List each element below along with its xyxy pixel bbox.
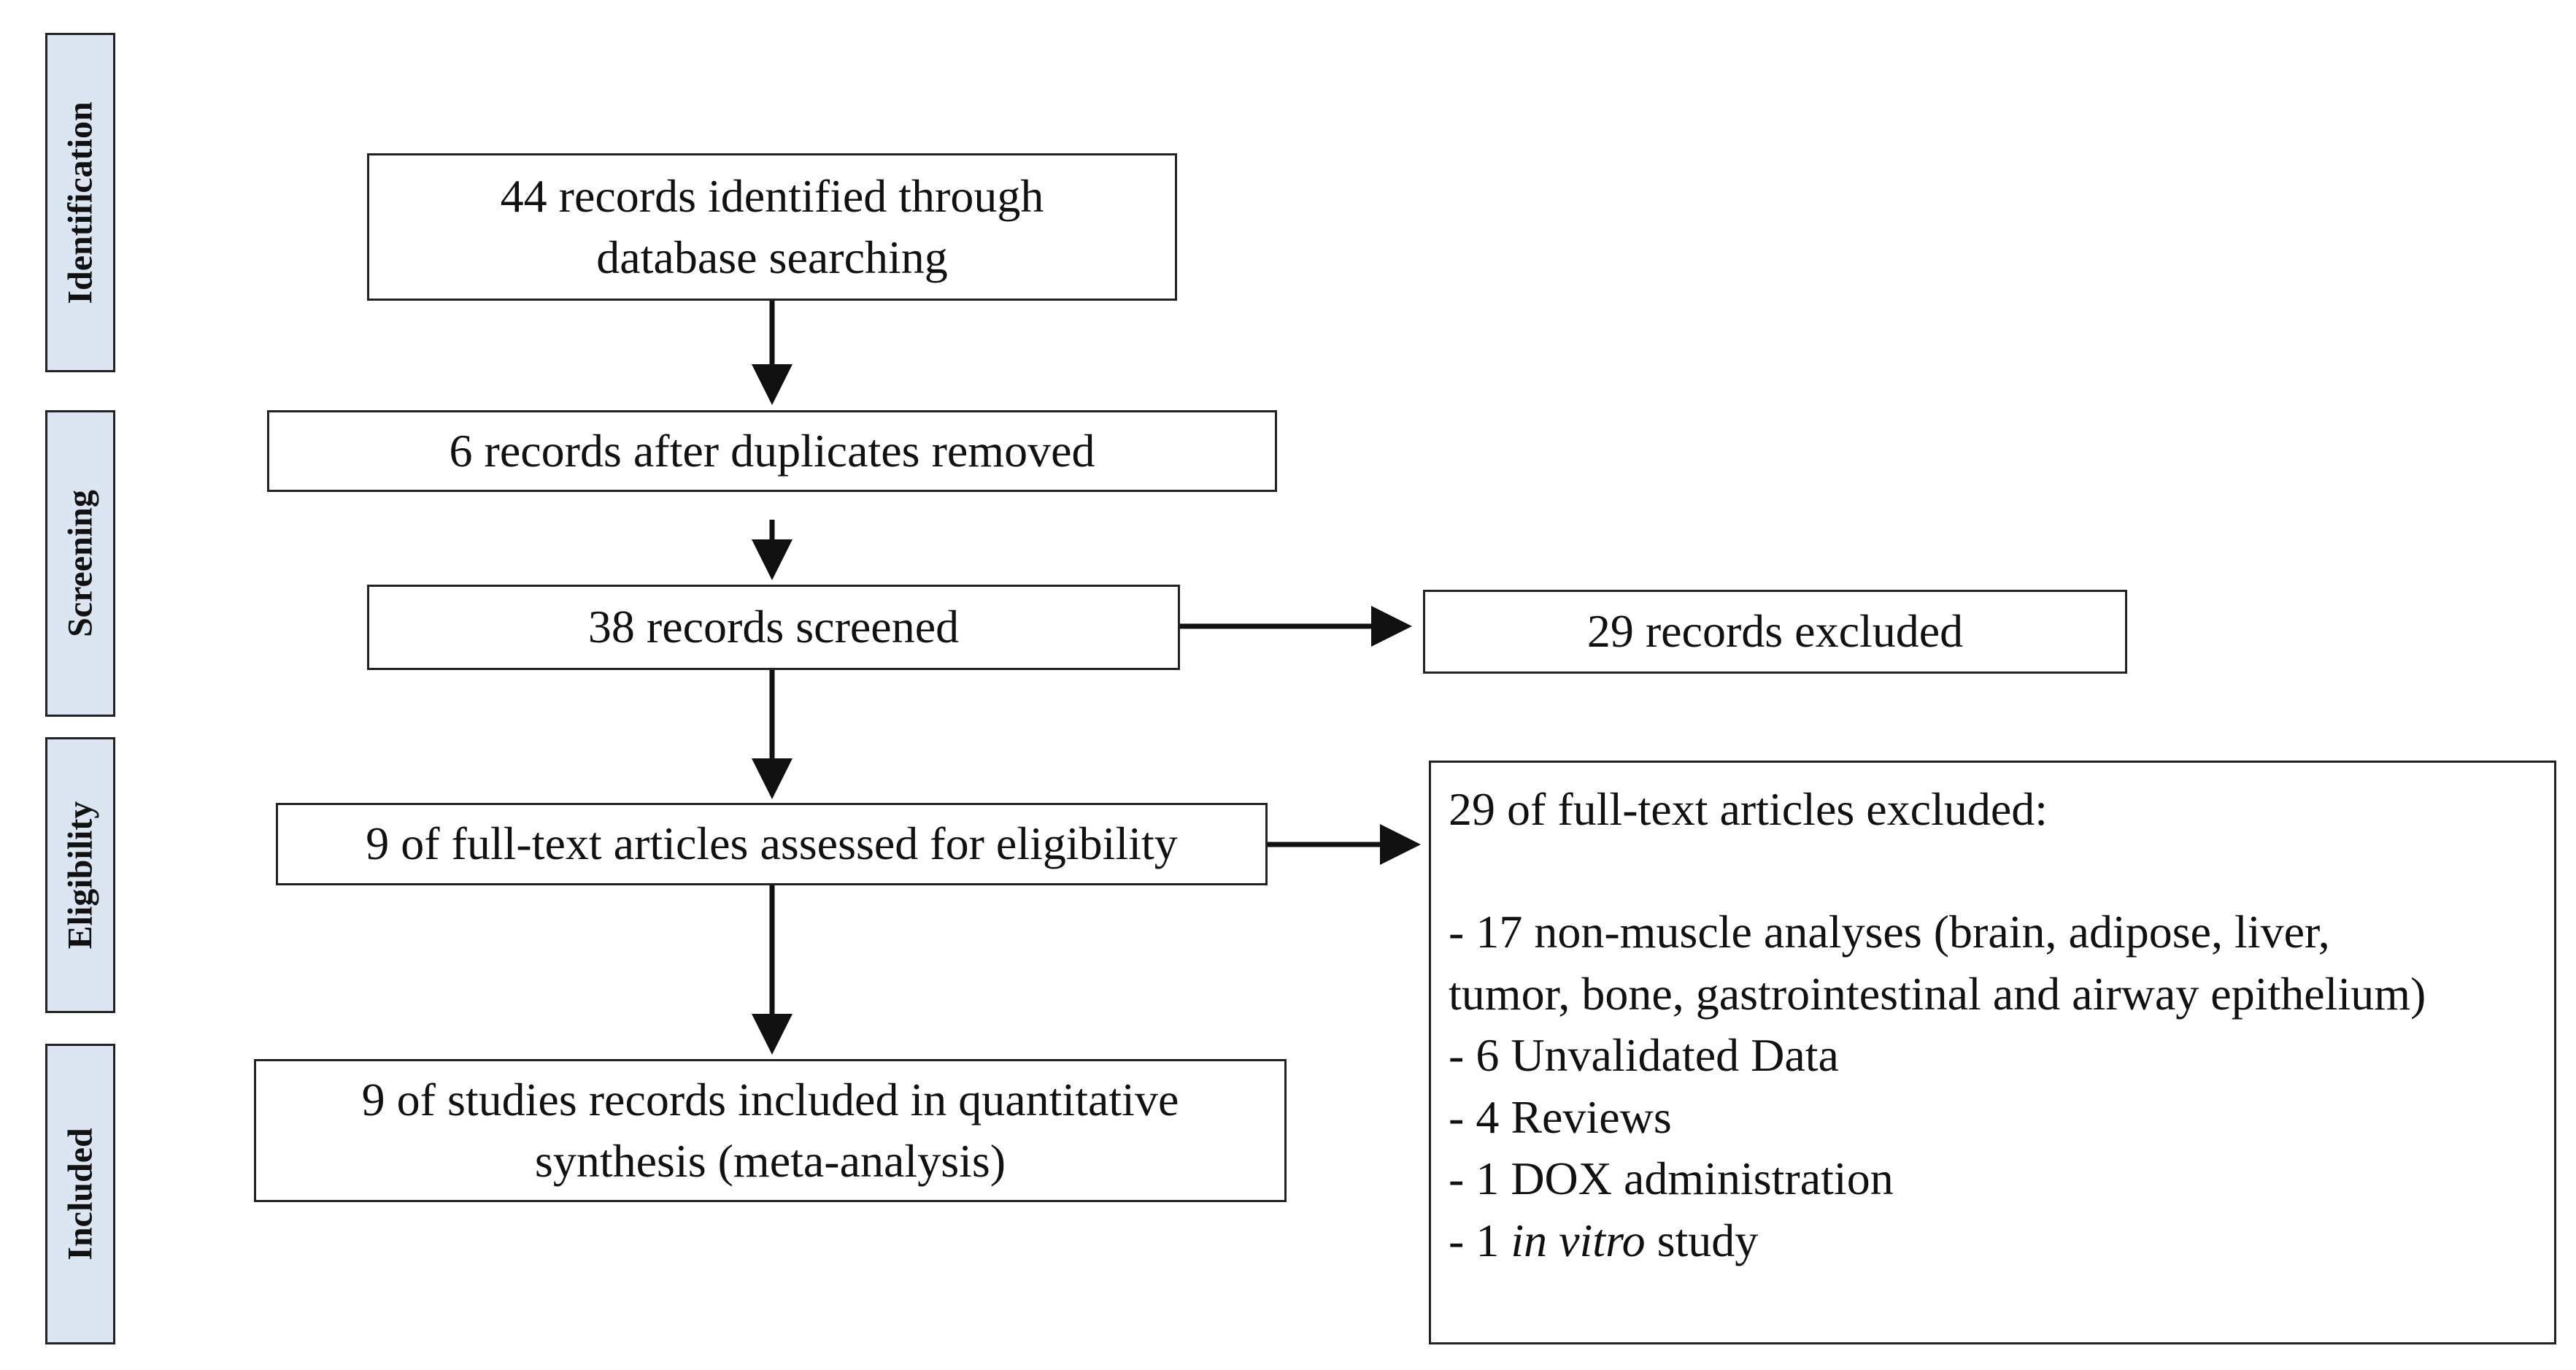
phase-screening: Screening bbox=[45, 410, 115, 717]
exclusion-reason: - 17 non-muscle analyses (brain, adipose… bbox=[1449, 906, 2330, 958]
in-vitro-suffix: study bbox=[1645, 1214, 1759, 1266]
included-studies-line2: synthesis (meta-analysis) bbox=[534, 1135, 1006, 1187]
duplicates-removed-text: 6 records after duplicates removed bbox=[449, 424, 1095, 477]
phase-identification: Identification bbox=[45, 33, 115, 372]
exclusion-reason: tumor, bone, gastrointestinal and airway… bbox=[1449, 967, 2426, 1020]
in-vitro-italic: in vitro bbox=[1511, 1214, 1646, 1266]
eligibility-box: 9 of full-text articles assessed for eli… bbox=[276, 803, 1268, 885]
exclusion-reasons-list: - 17 non-muscle analyses (brain, adipose… bbox=[1449, 901, 2426, 1271]
records-excluded-text: 29 records excluded bbox=[1586, 605, 1964, 658]
in-vitro-prefix: - 1 bbox=[1449, 1214, 1511, 1266]
phase-included: Included bbox=[45, 1044, 115, 1344]
exclusion-reason-in-vitro: - 1 in vitro study bbox=[1449, 1210, 2426, 1271]
exclusion-reason: - 4 Reviews bbox=[1449, 1090, 1672, 1143]
duplicates-removed-box: 6 records after duplicates removed bbox=[267, 410, 1277, 492]
identified-records-line1: 44 records identified through bbox=[500, 169, 1044, 222]
records-excluded-box: 29 records excluded bbox=[1423, 590, 2127, 674]
screened-records-text: 38 records screened bbox=[587, 601, 960, 653]
eligibility-text: 9 of full-text articles assessed for eli… bbox=[366, 817, 1178, 870]
included-studies-line1: 9 of studies records included in quantit… bbox=[361, 1073, 1179, 1125]
identified-records-line2: database searching bbox=[596, 231, 948, 283]
fulltext-excluded-title: 29 of full-text articles excluded: bbox=[1449, 783, 2048, 835]
exclusion-reason: - 6 Unvalidated Data bbox=[1449, 1029, 1839, 1082]
identified-records-box: 44 records identified through database s… bbox=[367, 153, 1177, 301]
fulltext-excluded-box: 29 of full-text articles excluded: - 17 … bbox=[1429, 761, 2556, 1344]
screened-records-box: 38 records screened bbox=[367, 585, 1180, 670]
exclusion-reason: - 1 DOX administration bbox=[1449, 1152, 1894, 1205]
included-studies-box: 9 of studies records included in quantit… bbox=[254, 1059, 1287, 1202]
phase-eligibility: Eligibility bbox=[45, 737, 115, 1013]
